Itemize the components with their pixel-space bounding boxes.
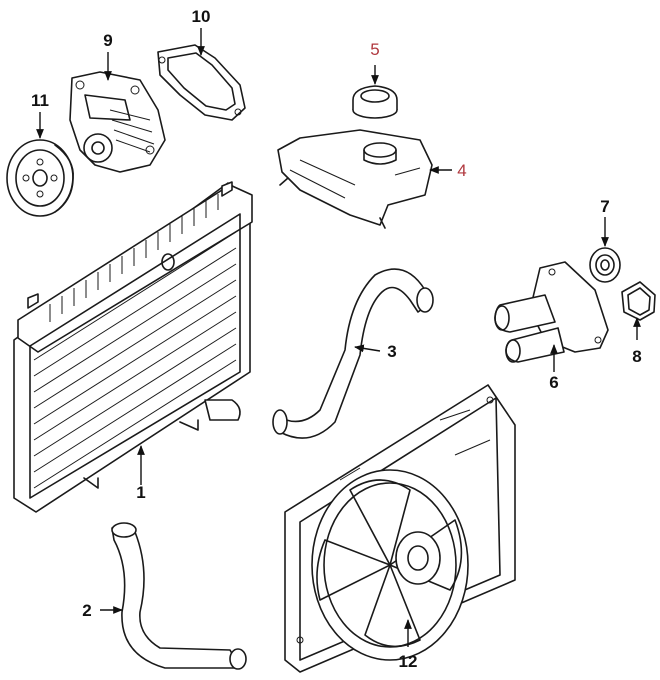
lower-hose-part-2 [111, 522, 247, 670]
water-pump-part-9 [69, 71, 166, 173]
callout-2: 2 [82, 601, 91, 620]
thermostat-part-7 [589, 247, 621, 283]
callout-11: 11 [31, 91, 49, 110]
callout-12: 12 [399, 652, 418, 671]
callout-3: 3 [387, 342, 396, 361]
fan-shroud-part-12 [284, 384, 516, 673]
gasket-part-10 [157, 44, 246, 121]
callout-1: 1 [136, 483, 145, 502]
thermostat-housing-part-6 [494, 261, 609, 363]
callout-4: 4 [457, 161, 466, 180]
upper-hose-part-3 [272, 268, 434, 439]
callout-9: 9 [103, 31, 112, 50]
pulley-part-11 [6, 139, 74, 217]
callout-10: 10 [192, 7, 211, 26]
callout-labels: 1 2 3 4 5 6 7 8 9 10 11 12 [31, 7, 642, 671]
cap-part-5 [352, 85, 398, 119]
callout-8: 8 [632, 347, 641, 366]
callout-5: 5 [370, 40, 379, 59]
callout-leaders [36, 28, 641, 647]
expansion-tank-part-4 [277, 129, 433, 229]
callout-6: 6 [549, 373, 558, 392]
radiator-part-1 [13, 181, 253, 513]
callout-7: 7 [600, 197, 609, 216]
seal-part-8 [621, 281, 656, 321]
